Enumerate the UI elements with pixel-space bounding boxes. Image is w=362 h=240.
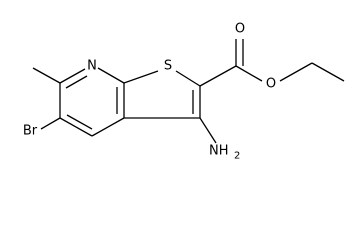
atom-carbonyl-oxygen: O (235, 22, 245, 37)
atom-ester-oxygen: O (266, 77, 276, 92)
bond-c4-c3a (91, 117, 125, 137)
atom-nitrogen: N (87, 59, 97, 74)
bond-oester-ch2 (279, 62, 313, 82)
bond-c5-br (40, 117, 61, 130)
atom-bromine: Br (23, 124, 38, 139)
bond-n7-c7a (97, 67, 125, 84)
bond-ch2-ch3 (311, 62, 345, 82)
atom-sulfur: S (164, 59, 172, 74)
bond-c7a-s1 (123, 70, 159, 84)
atom-amino-subscript: 2 (234, 151, 240, 162)
bond-c6-n7 (59, 68, 86, 84)
chemical-structure: N S O O Br NH 2 (23, 22, 345, 162)
atom-amino-group: NH 2 (209, 144, 240, 162)
bond-c3-nh2 (199, 117, 217, 144)
bond-layer (32, 39, 345, 144)
bond-c2-carbonyl (199, 65, 237, 87)
bond-s1-c2 (175, 70, 201, 87)
bond-methyl-c6 (32, 67, 61, 84)
bond-c5-c4 (59, 117, 93, 137)
bond-c6-n7-double (65, 75, 88, 89)
bond-c5-c4-double (66, 114, 93, 130)
bond-carbonyl-oester (235, 65, 263, 82)
atom-amino: NH (209, 144, 229, 159)
atom-layer: N S O O Br NH 2 (23, 22, 276, 162)
